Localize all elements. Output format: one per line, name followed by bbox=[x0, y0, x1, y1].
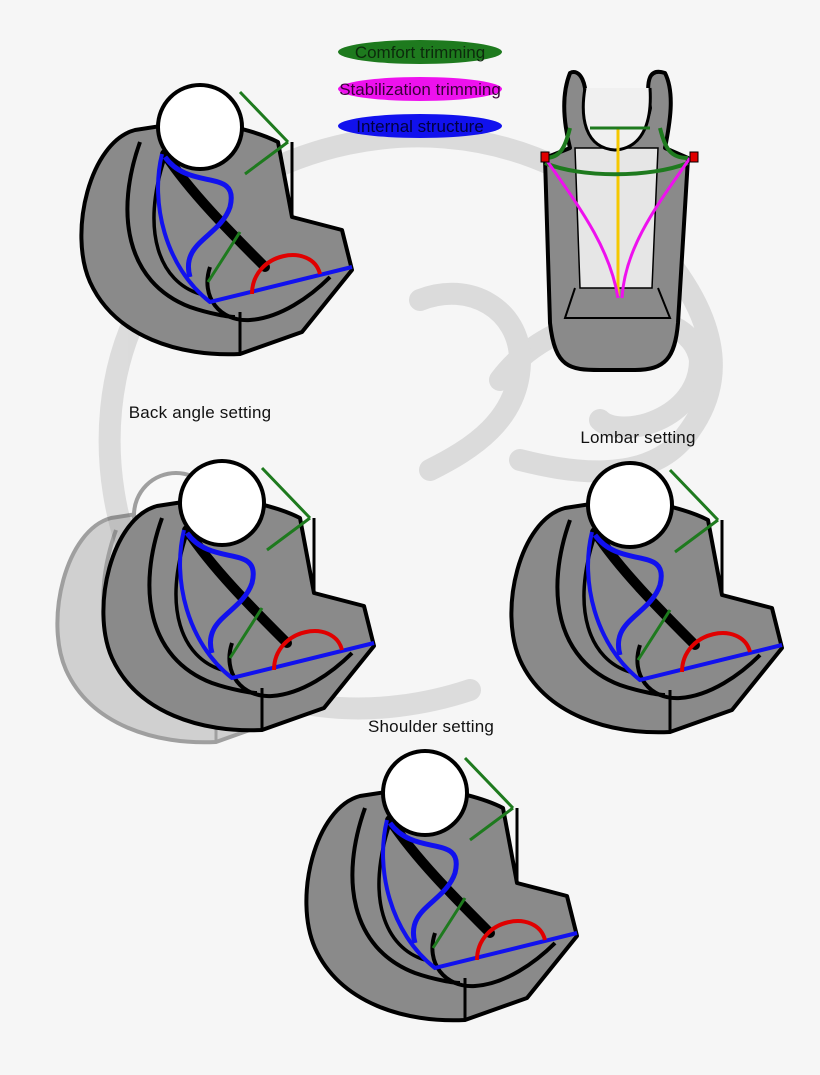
legend-swatch-stabilization bbox=[338, 77, 502, 101]
label-back-angle-setting: Back angle setting bbox=[129, 403, 272, 422]
harness-front-view-icon bbox=[540, 69, 699, 372]
seat-shoulder-setting bbox=[306, 751, 577, 1020]
seat-lombar-setting bbox=[511, 463, 782, 732]
label-shoulder-setting: Shoulder setting bbox=[368, 717, 494, 736]
legend-item-stabilization: Stabilization trimming bbox=[338, 77, 502, 101]
legend-item-structure: Internal structure bbox=[338, 114, 502, 138]
legend: Comfort trimming Stabilization trimming … bbox=[338, 40, 502, 138]
seat-side-view-icon bbox=[81, 85, 352, 354]
legend-item-comfort: Comfort trimming bbox=[338, 40, 502, 64]
legend-label-structure: Internal structure bbox=[356, 117, 484, 136]
label-lombar-setting: Lombar setting bbox=[580, 428, 695, 447]
legend-swatch-structure bbox=[338, 114, 502, 138]
legend-label-comfort: Comfort trimming bbox=[355, 43, 485, 62]
legend-swatch-comfort bbox=[338, 40, 502, 64]
legend-label-stabilization: Stabilization trimming bbox=[339, 80, 501, 99]
